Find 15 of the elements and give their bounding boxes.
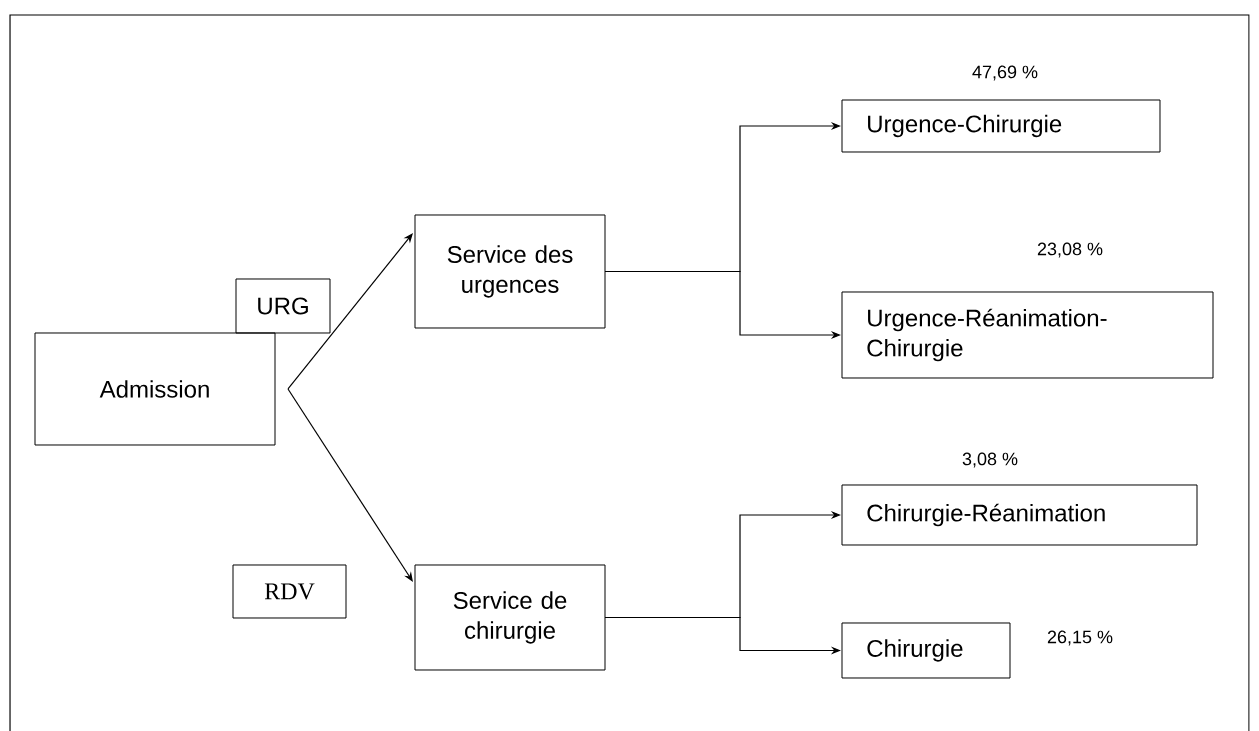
process-box: Service de chirurgie [414, 564, 606, 671]
process-box: Chirurgie [841, 622, 1011, 679]
percentage-label: 3,08 % [962, 452, 1018, 468]
percentage-label: 26,15 % [1047, 630, 1113, 646]
percentage-label: 23,08 % [1037, 242, 1103, 258]
arrow [287, 233, 413, 390]
percentage-label: 47,69 % [972, 65, 1038, 81]
process-box: Admission [34, 332, 276, 446]
label-box: RDV [232, 564, 347, 619]
process-box: Chirurgie-Réanimation [841, 484, 1198, 546]
process-box: Urgence-Chirurgie [841, 99, 1161, 153]
process-box: Service des urgences [414, 214, 606, 329]
label-box: URG [235, 278, 331, 334]
process-box: Urgence-Réanimation-Chirurgie [841, 291, 1214, 379]
arrow [287, 388, 413, 582]
